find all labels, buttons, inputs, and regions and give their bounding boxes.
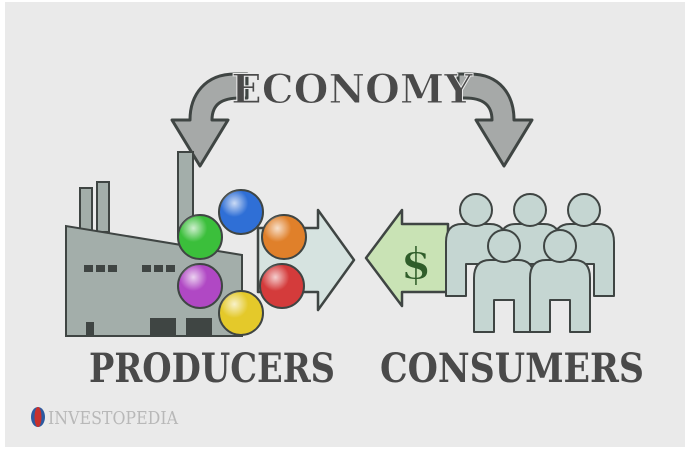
person-icon [473, 229, 535, 333]
consumers-people-icon [445, 193, 615, 333]
producers-label: PRODUCERS [89, 345, 335, 392]
consumers-label: CONSUMERS [380, 345, 644, 392]
goods-balls [177, 189, 307, 336]
goods-ball-shine [260, 264, 304, 308]
money-arrow [364, 208, 450, 308]
logo-text: INVESTOPEDIA [48, 408, 179, 429]
goods-ball-shine [262, 215, 306, 259]
investopedia-logo: INVESTOPEDIA [31, 407, 179, 429]
goods-ball-shine [219, 190, 263, 234]
goods-ball-shine [219, 291, 263, 335]
economy-to-producers-arrow [170, 72, 249, 168]
goods-ball-shine [178, 264, 222, 308]
economy-title: ECONOMY [231, 66, 473, 113]
goods-ball-shine [178, 215, 222, 259]
person-icon [529, 229, 591, 333]
dollar-sign: $ [401, 239, 432, 290]
economy-to-consumers-arrow [456, 72, 534, 168]
